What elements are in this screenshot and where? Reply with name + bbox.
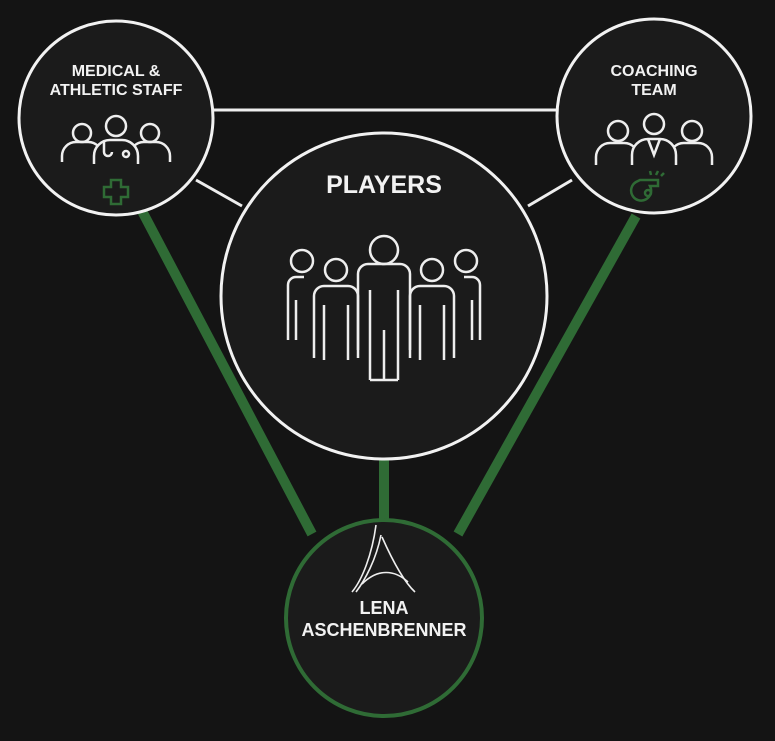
coaching-team-icon [594, 112, 714, 165]
medical-label-line2: ATHLETIC STAFF [49, 82, 183, 100]
connector-medical-center [127, 189, 317, 537]
medical-node-label: MEDICAL & ATHLETIC STAFF [40, 62, 192, 100]
connector-coaching-center [453, 213, 641, 537]
center-node-label: LENA ASCHENBRENNER [294, 598, 474, 641]
brand-logo [351, 524, 416, 593]
coaching-node-label: COACHING TEAM [578, 62, 730, 100]
connector-coaching-players [527, 178, 573, 208]
medical-cross-icon [102, 178, 130, 206]
medical-node[interactable] [17, 19, 215, 217]
players-group-icon [286, 234, 482, 382]
center-node[interactable] [284, 518, 484, 718]
coaching-label-line2: TEAM [631, 82, 677, 100]
center-label-line1: LENA [359, 598, 409, 618]
medical-label-line1: MEDICAL & [71, 63, 161, 80]
connector-medical-players [195, 178, 243, 208]
coaching-node[interactable] [555, 17, 753, 215]
center-label-line2: ASCHENBRENNER [301, 619, 467, 640]
medical-staff-icon [60, 114, 172, 164]
players-node[interactable] [219, 131, 549, 461]
whistle-icon [629, 170, 665, 202]
players-node-label: PLAYERS [326, 171, 442, 199]
coaching-label-line1: COACHING [610, 63, 698, 80]
